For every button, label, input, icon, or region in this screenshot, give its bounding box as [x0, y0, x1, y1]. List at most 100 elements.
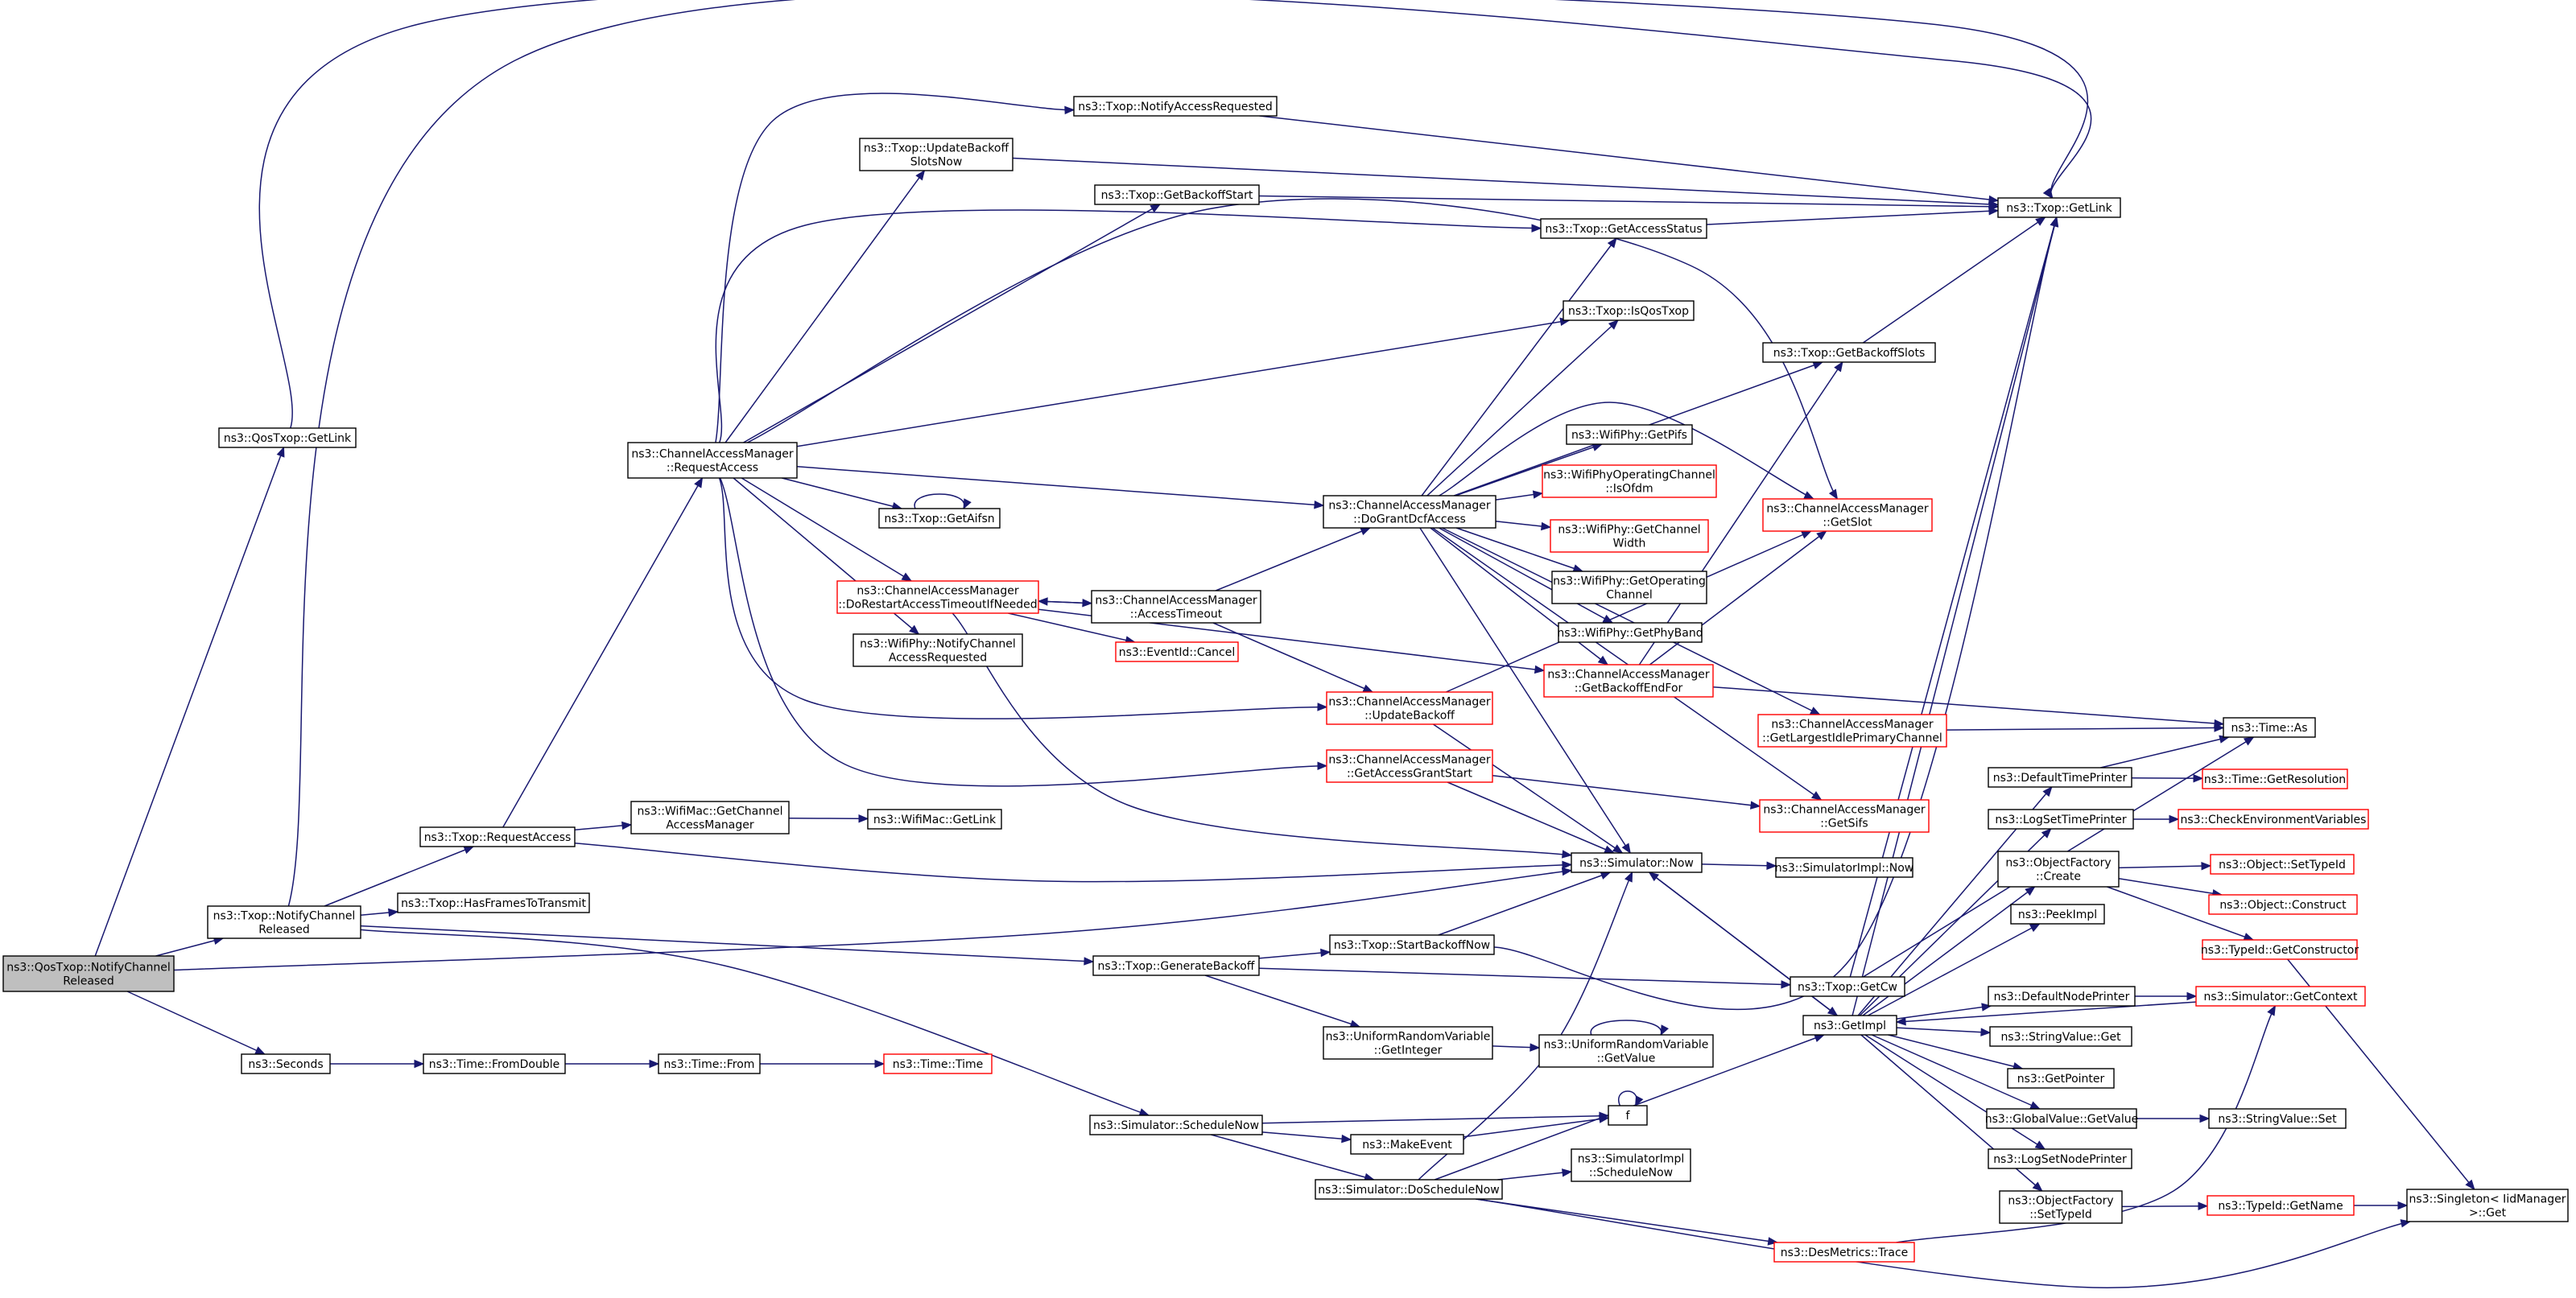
node-lstp[interactable]: ns3::LogSetTimePrinter [1988, 809, 2134, 830]
node-gbs[interactable]: ns3::Txop::GetBackoffStart [1094, 184, 1260, 205]
node-evc[interactable]: ns3::EventId::Cancel [1115, 641, 1239, 662]
node-label: ns3::QosTxop::GetLink [224, 432, 352, 445]
node-gpb[interactable]: ns3::WifiPhy::GetPhyBand [1557, 622, 1703, 643]
node-gags[interactable]: ns3::ChannelAccessManager::GetAccessGran… [1326, 749, 1493, 783]
node-ssn[interactable]: ns3::Simulator::ScheduleNow [1089, 1115, 1263, 1135]
node-ocon[interactable]: ns3::Object::Construct [2208, 894, 2358, 915]
node-peek[interactable]: ns3::PeekImpl [2010, 904, 2105, 925]
edge-snow-simpln [1701, 861, 1777, 871]
edge-line [1862, 886, 2036, 1016]
node-svg[interactable]: ns3::StringValue::Get [1989, 1026, 2132, 1047]
node-gslot[interactable]: ns3::ChannelAccessManager::GetSlot [1762, 498, 1933, 532]
node-ttime[interactable]: ns3::Time::Time [883, 1053, 993, 1074]
node-iqt[interactable]: ns3::Txop::IsQosTxop [1563, 300, 1695, 321]
node-sec[interactable]: ns3::Seconds [241, 1053, 331, 1074]
node-dsn[interactable]: ns3::Simulator::DoScheduleNow [1315, 1179, 1503, 1200]
node-drat[interactable]: ns3::ChannelAccessManager::DoRestartAcce… [836, 580, 1039, 614]
node-snow[interactable]: ns3::Simulator::Now [1571, 852, 1703, 873]
node-gptr[interactable]: ns3::GetPointer [2007, 1068, 2115, 1089]
node-box [1091, 590, 1261, 624]
node-pifs[interactable]: ns3::WifiPhy::GetPifs [1566, 424, 1693, 445]
node-gas[interactable]: ns3::Txop::GetAccessStatus [1540, 218, 1707, 239]
edge-line [1455, 443, 1603, 497]
node-cra[interactable]: ns3::ChannelAccessManager::RequestAccess [627, 442, 798, 479]
node-gimpl[interactable]: ns3::GetImpl [1802, 1015, 1897, 1036]
node-tas[interactable]: ns3::Time::As [2223, 717, 2316, 738]
node-qgl[interactable]: ns3::QosTxop::GetLink [218, 427, 357, 448]
node-svs[interactable]: ns3::StringValue::Set [2208, 1108, 2347, 1129]
node-me[interactable]: ns3::MakeEvent [1350, 1134, 1464, 1155]
node-hft[interactable]: ns3::Txop::HasFramesToTransmit [397, 892, 590, 913]
node-sgc[interactable]: ns3::Simulator::GetContext [2195, 986, 2366, 1007]
edge-trq-wmg [574, 821, 633, 831]
node-ftd[interactable]: ns3::Time::FromDouble [423, 1053, 566, 1074]
node-cev[interactable]: ns3::CheckEnvironmentVariables [2178, 809, 2369, 830]
node-box [1543, 664, 1714, 698]
node-box [1997, 851, 2120, 888]
node-tfrom[interactable]: ns3::Time::From [658, 1053, 761, 1074]
node-tgc[interactable]: ns3::TypeId::GetConstructor [2201, 939, 2359, 960]
node-lsnp[interactable]: ns3::LogSetNodePrinter [1988, 1148, 2132, 1169]
edge-dtp-tgr [2131, 773, 2204, 783]
node-gbef[interactable]: ns3::ChannelAccessManager::GetBackoffEnd… [1543, 664, 1714, 698]
node-label: Released [258, 924, 310, 937]
node-urvi[interactable]: ns3::UniformRandomVariable::GetInteger [1323, 1026, 1493, 1060]
call-nodes: ns3::QosTxop::NotifyChannelReleasedns3::… [2, 96, 2569, 1263]
node-ofc[interactable]: ns3::ObjectFactory::Create [1997, 851, 2120, 888]
edge-dmt-sgc [1896, 1004, 2277, 1243]
node-sgt[interactable]: ns3::Singleton< IidManager>::Get [2406, 1189, 2569, 1222]
edge-tfrom-ttime [760, 1059, 886, 1069]
node-f[interactable]: f [1608, 1105, 1648, 1126]
node-ofst[interactable]: ns3::ObjectFactory::SetTypeId [1999, 1190, 2123, 1224]
node-ncar[interactable]: ns3::WifiPhy::NotifyChannelAccessRequest… [852, 633, 1023, 667]
node-tgn[interactable]: ns3::TypeId::GetName [2207, 1195, 2355, 1216]
edge-arrowhead [414, 1059, 425, 1069]
node-tgr[interactable]: ns3::Time::GetResolution [2202, 768, 2348, 789]
node-label: ns3::ChannelAccessManager [1328, 754, 1491, 767]
node-gsifs[interactable]: ns3::ChannelAccessManager::GetSifs [1759, 799, 1930, 833]
node-gbsl[interactable]: ns3::Txop::GetBackoffSlots [1762, 342, 1936, 363]
edge-gb-gcw [1258, 967, 1792, 989]
node-sbn[interactable]: ns3::Txop::StartBackoffNow [1329, 934, 1495, 955]
node-dmt[interactable]: ns3::DesMetrics::Trace [1773, 1242, 1915, 1263]
node-label: ns3::Txop::GetBackoffStart [1101, 189, 1253, 202]
node-box [1997, 197, 2121, 218]
node-nar[interactable]: ns3::Txop::NotifyAccessRequested [1073, 96, 1278, 117]
node-gvgv[interactable]: ns3::GlobalValue::GetValue [1985, 1108, 2138, 1129]
node-dnp[interactable]: ns3::DefaultNodePrinter [1988, 986, 2136, 1007]
node-gb[interactable]: ns3::Txop::GenerateBackoff [1092, 955, 1260, 976]
node-urvv[interactable]: ns3::UniformRandomVariable::GetValue [1538, 1034, 1714, 1068]
node-label: ns3::SimulatorImpl::Now [1775, 862, 1914, 875]
node-label: SlotsNow [910, 156, 963, 169]
edge-arrowhead [1809, 707, 1821, 715]
edge-line [796, 466, 1324, 506]
node-box [1571, 1148, 1691, 1182]
node-simpln[interactable]: ns3::SimulatorImpl::Now [1775, 857, 1914, 878]
edge-line [1852, 216, 2058, 1016]
node-label: ns3::StringValue::Get [2000, 1031, 2121, 1044]
edge-tncr-tgl [287, 0, 2092, 907]
edge-line [324, 846, 474, 907]
node-gcw[interactable]: ns3::Txop::GetCw [1790, 976, 1905, 997]
node-glip[interactable]: ns3::ChannelAccessManager::GetLargestIdl… [1757, 714, 1947, 748]
node-simsn[interactable]: ns3::SimulatorImpl::ScheduleNow [1571, 1148, 1691, 1182]
node-upb[interactable]: ns3::ChannelAccessManager::UpdateBackoff [1326, 691, 1493, 725]
node-label: ::GetInteger [1374, 1045, 1443, 1057]
node-wml[interactable]: ns3::WifiMac::GetLink [867, 809, 1002, 830]
node-isofdm[interactable]: ns3::WifiPhyOperatingChannel::IsOfdm [1542, 464, 1717, 498]
node-osti[interactable]: ns3::Object::SetTypeId [2210, 854, 2355, 875]
node-label: ns3::Object::Construct [2219, 899, 2347, 912]
node-at[interactable]: ns3::ChannelAccessManager::AccessTimeout [1091, 590, 1261, 624]
node-dgdca[interactable]: ns3::ChannelAccessManager::DoGrantDcfAcc… [1323, 495, 1496, 529]
node-dtp[interactable]: ns3::DefaultTimePrinter [1988, 767, 2132, 788]
node-trq[interactable]: ns3::Txop::RequestAccess [419, 826, 576, 847]
node-label: ns3::ObjectFactory [2005, 857, 2111, 870]
node-aifsn[interactable]: ns3::Txop::GetAifsn [878, 508, 1001, 529]
node-tgl[interactable]: ns3::Txop::GetLink [1997, 197, 2121, 218]
